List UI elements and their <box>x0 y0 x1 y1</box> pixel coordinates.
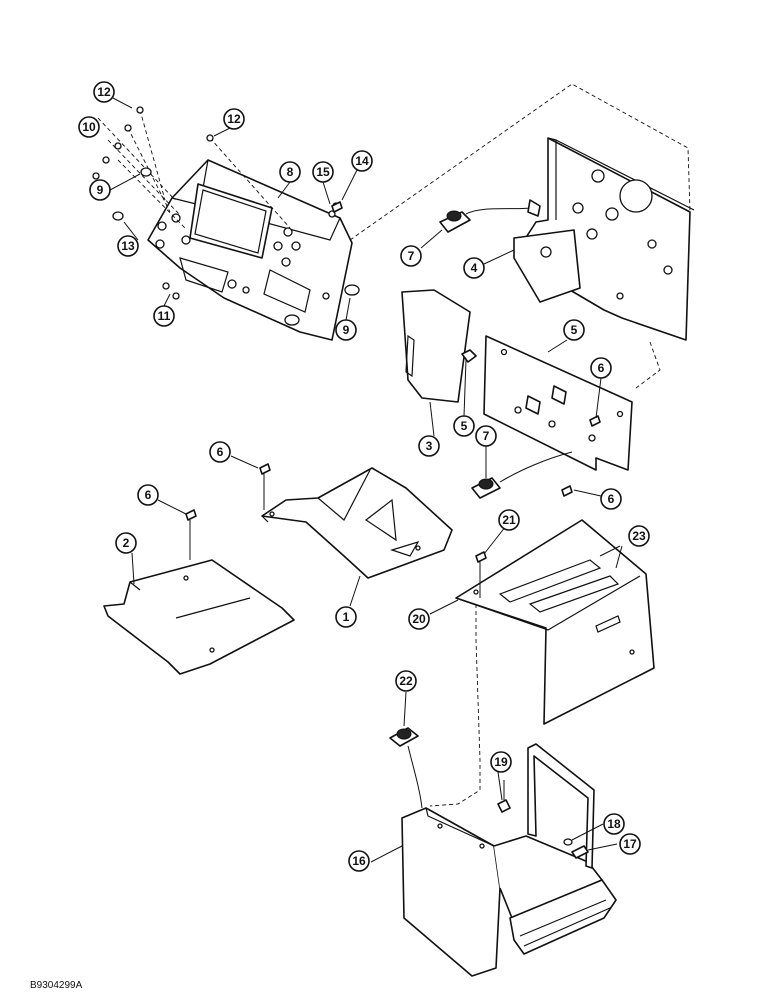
callout-19: 19 <box>490 751 512 773</box>
svg-text:12: 12 <box>97 85 111 99</box>
callout-7-lower: 7 <box>475 425 497 447</box>
callout-4: 4 <box>463 257 485 279</box>
svg-text:15: 15 <box>316 165 330 179</box>
console-small-parts <box>92 106 360 326</box>
callout-6-lower-right: 6 <box>600 488 622 510</box>
svg-text:4: 4 <box>471 261 478 275</box>
callout-12-right: 12 <box>223 108 245 130</box>
svg-text:9: 9 <box>97 183 104 197</box>
callout-6-panel: 6 <box>590 357 612 379</box>
svg-text:19: 19 <box>494 755 508 769</box>
callout-9-left: 9 <box>89 179 111 201</box>
callout-5-lower: 5 <box>453 415 475 437</box>
side-panel <box>483 335 633 471</box>
svg-text:11: 11 <box>158 309 171 323</box>
svg-text:14: 14 <box>355 154 369 168</box>
callout-2: 2 <box>115 532 137 554</box>
callout-20: 20 <box>408 608 430 630</box>
svg-text:13: 13 <box>121 239 135 253</box>
callout-8: 8 <box>279 161 301 183</box>
step-hardware <box>497 780 589 859</box>
svg-text:5: 5 <box>571 323 578 337</box>
callout-16: 16 <box>348 850 370 872</box>
callout-15: 15 <box>312 161 334 183</box>
figure-id: B9304299A <box>30 980 83 991</box>
cover-plate <box>401 289 477 403</box>
svg-text:7: 7 <box>408 249 415 263</box>
instrument-console <box>147 159 353 341</box>
isolator-mount-upper <box>439 199 541 233</box>
svg-text:6: 6 <box>145 488 152 502</box>
callout-14: 14 <box>351 150 373 172</box>
plate-left <box>103 559 295 675</box>
isolator-mount-lower <box>471 451 573 499</box>
callout-17: 17 <box>619 833 641 855</box>
step-housing <box>401 743 617 977</box>
svg-text:17: 17 <box>623 837 637 851</box>
callout-12-upper: 12 <box>93 81 115 103</box>
svg-text:12: 12 <box>227 112 241 126</box>
svg-text:5: 5 <box>461 419 468 433</box>
svg-text:6: 6 <box>217 445 224 459</box>
callout-11: 11 <box>153 305 175 327</box>
svg-text:7: 7 <box>483 429 490 443</box>
svg-text:10: 10 <box>82 120 96 134</box>
callout-13: 13 <box>117 235 139 257</box>
isolator-mount-bottom <box>389 727 423 809</box>
callout-6-left: 6 <box>137 484 159 506</box>
rear-panel <box>349 83 695 389</box>
svg-text:9: 9 <box>343 323 350 337</box>
svg-text:1: 1 <box>343 610 350 624</box>
svg-text:3: 3 <box>426 439 433 453</box>
svg-text:16: 16 <box>352 854 366 868</box>
callout-5-upper: 5 <box>563 319 585 341</box>
bolts <box>185 201 601 598</box>
svg-text:22: 22 <box>399 674 413 688</box>
svg-text:6: 6 <box>608 492 615 506</box>
leader-lines <box>109 97 623 863</box>
svg-text:18: 18 <box>607 817 621 831</box>
floor-plate <box>261 467 453 579</box>
callout-9-right: 9 <box>335 319 357 341</box>
svg-text:21: 21 <box>502 513 516 527</box>
svg-text:6: 6 <box>598 361 605 375</box>
callout-21: 21 <box>498 509 520 531</box>
svg-text:23: 23 <box>632 529 646 543</box>
callout-7-upper: 7 <box>400 245 422 267</box>
svg-text:20: 20 <box>412 612 426 626</box>
callout-3: 3 <box>418 435 440 457</box>
cowl-cover <box>429 519 655 807</box>
callout-18: 18 <box>603 813 625 835</box>
callout-22: 22 <box>395 670 417 692</box>
callout-1: 1 <box>335 606 357 628</box>
svg-text:8: 8 <box>287 165 294 179</box>
callout-23: 23 <box>628 525 650 547</box>
callout-6-floor: 6 <box>209 441 231 463</box>
svg-text:2: 2 <box>123 536 130 550</box>
callout-10: 10 <box>78 116 100 138</box>
